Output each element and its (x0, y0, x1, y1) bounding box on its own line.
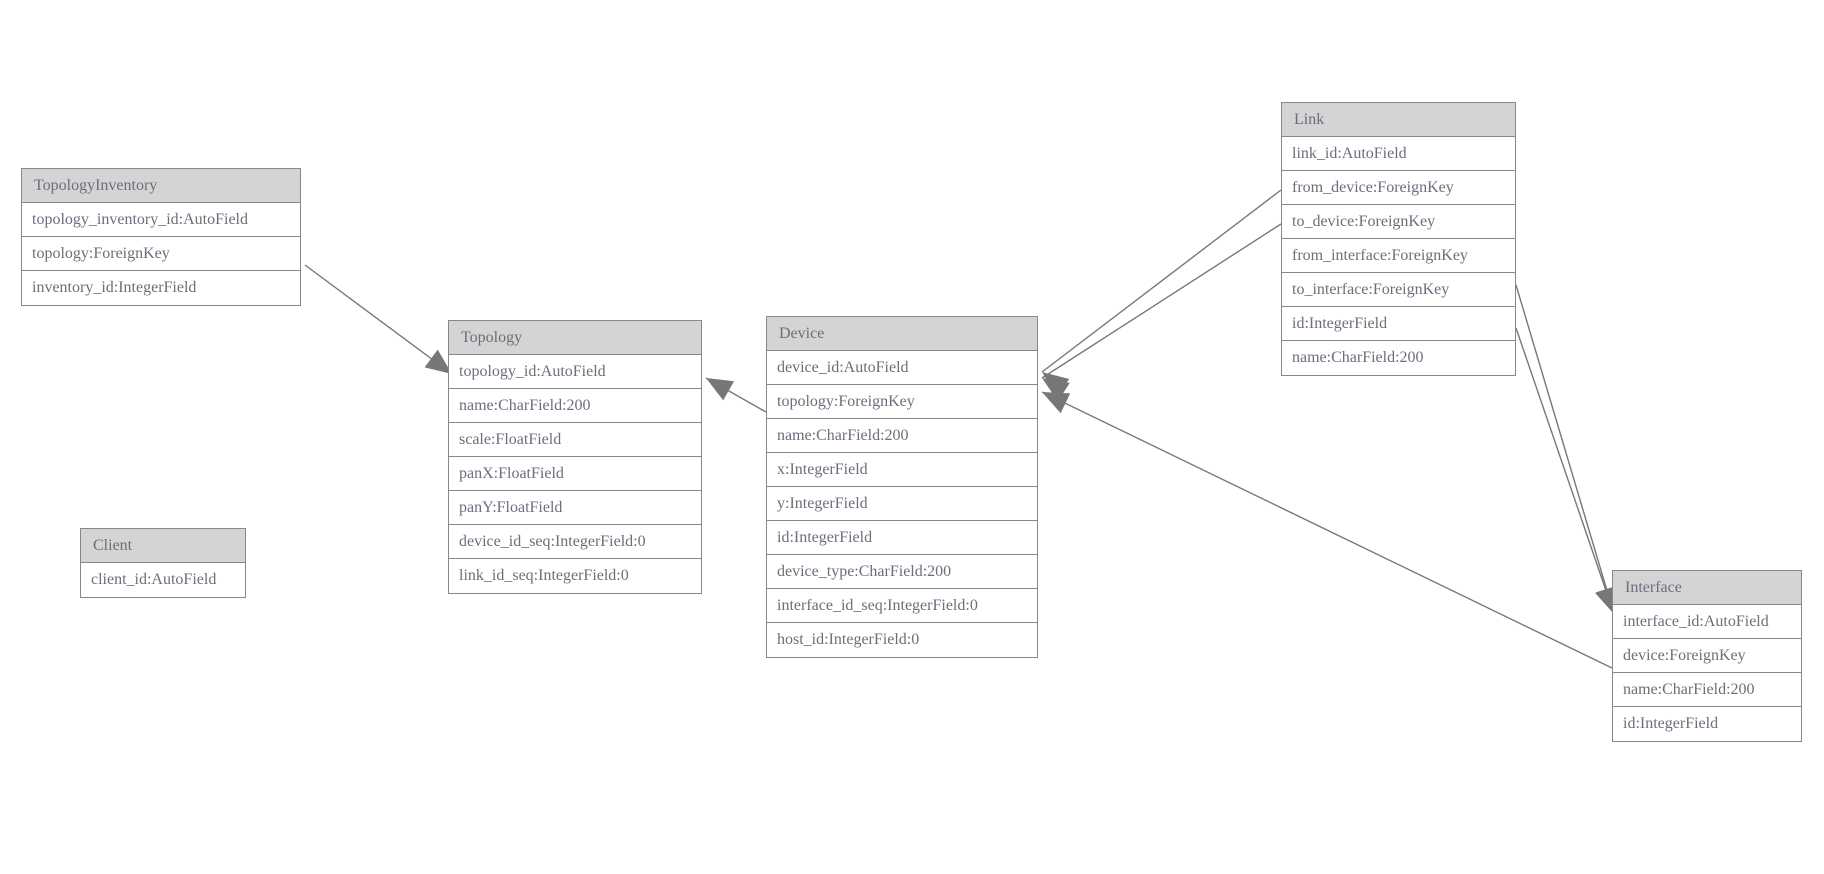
field-row[interactable]: topology:ForeignKey (22, 237, 300, 271)
field-row[interactable]: panY:FloatField (449, 491, 701, 525)
field-row[interactable]: id:IntegerField (1282, 307, 1515, 341)
relationship-line (1515, 327, 1615, 615)
relationship-link-to-interface-to-interface (1515, 327, 1616, 615)
entity-title-device: Device (767, 317, 1037, 351)
relationship-line (1041, 391, 1613, 669)
field-row[interactable]: to_device:ForeignKey (1282, 205, 1515, 239)
entity-title-client: Client (81, 529, 245, 563)
relationship-line (1041, 189, 1282, 373)
field-row[interactable]: name:CharField:200 (767, 419, 1037, 453)
field-row[interactable]: from_device:ForeignKey (1282, 171, 1515, 205)
field-row[interactable]: to_interface:ForeignKey (1282, 273, 1515, 307)
field-row[interactable]: scale:FloatField (449, 423, 701, 457)
relationship-interface-device-to-device (1041, 391, 1613, 669)
relationship-arrowhead (1042, 372, 1070, 397)
field-row[interactable]: topology:ForeignKey (767, 385, 1037, 419)
field-row[interactable]: id:IntegerField (767, 521, 1037, 555)
relationship-topologyinventory-to-topology (304, 264, 453, 375)
field-row[interactable]: id:IntegerField (1613, 707, 1801, 741)
relationship-arrowhead (1042, 392, 1071, 414)
field-row[interactable]: host_id:IntegerField:0 (767, 623, 1037, 657)
field-row[interactable]: topology_id:AutoField (449, 355, 701, 389)
relationship-line (304, 264, 453, 375)
entity-title-link: Link (1282, 103, 1515, 137)
field-row[interactable]: device_id_seq:IntegerField:0 (449, 525, 701, 559)
relationship-line (705, 377, 767, 413)
field-row[interactable]: name:CharField:200 (1613, 673, 1801, 707)
field-row[interactable]: device_type:CharField:200 (767, 555, 1037, 589)
field-row[interactable]: device_id:AutoField (767, 351, 1037, 385)
relationship-link-from-interface-to-interface (1515, 284, 1618, 615)
field-row[interactable]: from_interface:ForeignKey (1282, 239, 1515, 273)
field-row[interactable]: x:IntegerField (767, 453, 1037, 487)
field-list-client: client_id:AutoField (81, 563, 245, 597)
relationship-arrowhead (1042, 378, 1070, 402)
relationship-link-to-device-to-device (1041, 223, 1282, 402)
field-row[interactable]: link_id_seq:IntegerField:0 (449, 559, 701, 593)
field-row[interactable]: topology_inventory_id:AutoField (22, 203, 300, 237)
field-row[interactable]: device:ForeignKey (1613, 639, 1801, 673)
entity-title-topology-inventory: TopologyInventory (22, 169, 300, 203)
relationship-arrowhead (706, 378, 735, 401)
field-row[interactable]: name:CharField:200 (449, 389, 701, 423)
field-row[interactable]: client_id:AutoField (81, 563, 245, 597)
field-row[interactable]: y:IntegerField (767, 487, 1037, 521)
relationship-link-from-device-to-device (1041, 189, 1282, 397)
field-row[interactable]: panX:FloatField (449, 457, 701, 491)
field-row[interactable]: interface_id:AutoField (1613, 605, 1801, 639)
entity-title-topology: Topology (449, 321, 701, 355)
entity-title-interface: Interface (1613, 571, 1801, 605)
field-row[interactable]: interface_id_seq:IntegerField:0 (767, 589, 1037, 623)
relationship-line (1515, 284, 1615, 615)
field-row[interactable]: link_id:AutoField (1282, 137, 1515, 171)
relationship-line (1041, 223, 1282, 379)
field-row[interactable]: name:CharField:200 (1282, 341, 1515, 375)
field-row[interactable]: inventory_id:IntegerField (22, 271, 300, 305)
relationship-device-to-topology (705, 377, 767, 413)
